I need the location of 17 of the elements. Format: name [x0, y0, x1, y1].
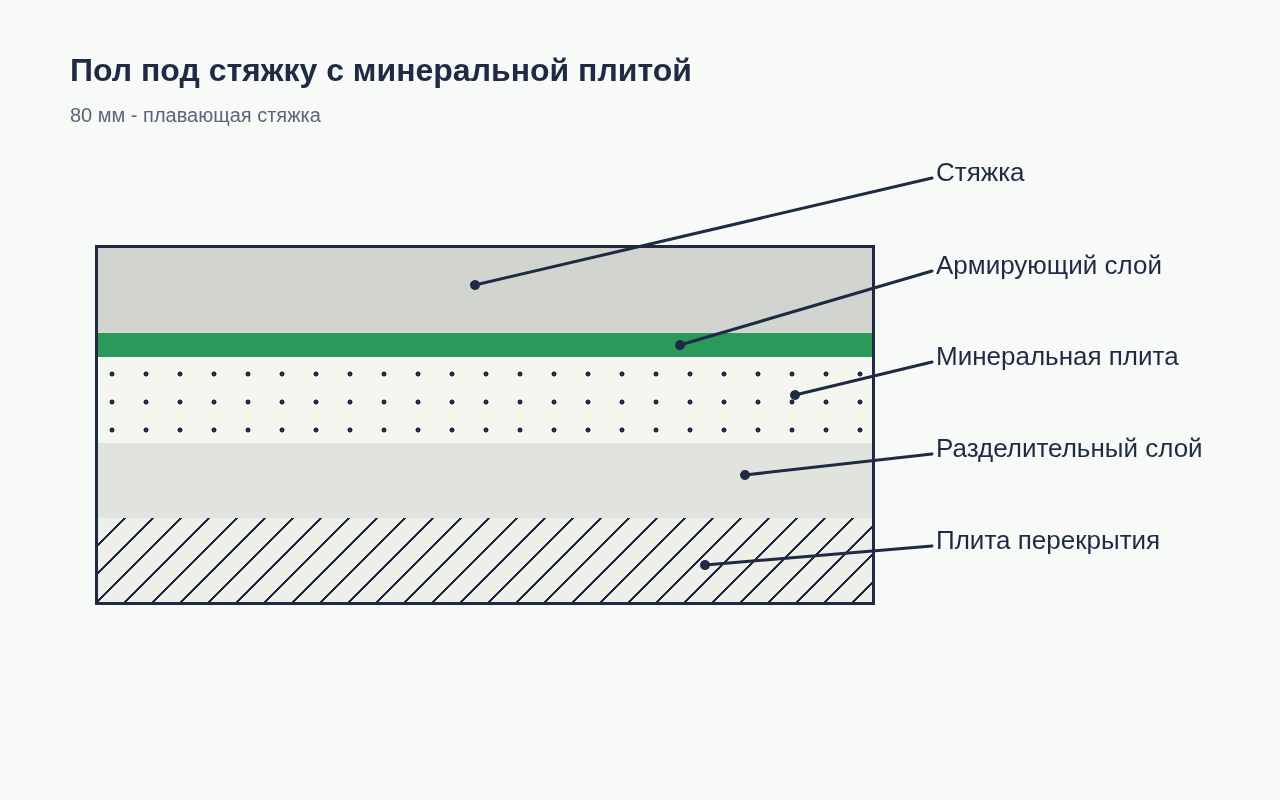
leader-line	[790, 360, 934, 400]
layer-label: Минеральная плита	[936, 340, 1179, 372]
layer-label: Плита перекрытия	[936, 524, 1161, 556]
layer-label: Стяжка	[936, 156, 1025, 188]
layer-label: Разделительный слой	[936, 432, 1203, 464]
leader-line	[675, 269, 934, 350]
layer-label: Армирующий слой	[936, 249, 1162, 281]
leader-line	[700, 544, 934, 570]
diagram-title: Пол под стяжку с минеральной плитой	[70, 51, 692, 90]
dotted-board-layer	[98, 357, 872, 443]
screed-layer	[98, 248, 872, 333]
subtitle-text: 80 мм - плавающая стяжка	[70, 103, 321, 128]
hatched-slab-layer	[98, 518, 872, 602]
leader-line	[740, 452, 934, 480]
reinforcement-layer	[98, 333, 872, 357]
separation-layer	[98, 443, 872, 518]
leader-line	[470, 176, 934, 290]
